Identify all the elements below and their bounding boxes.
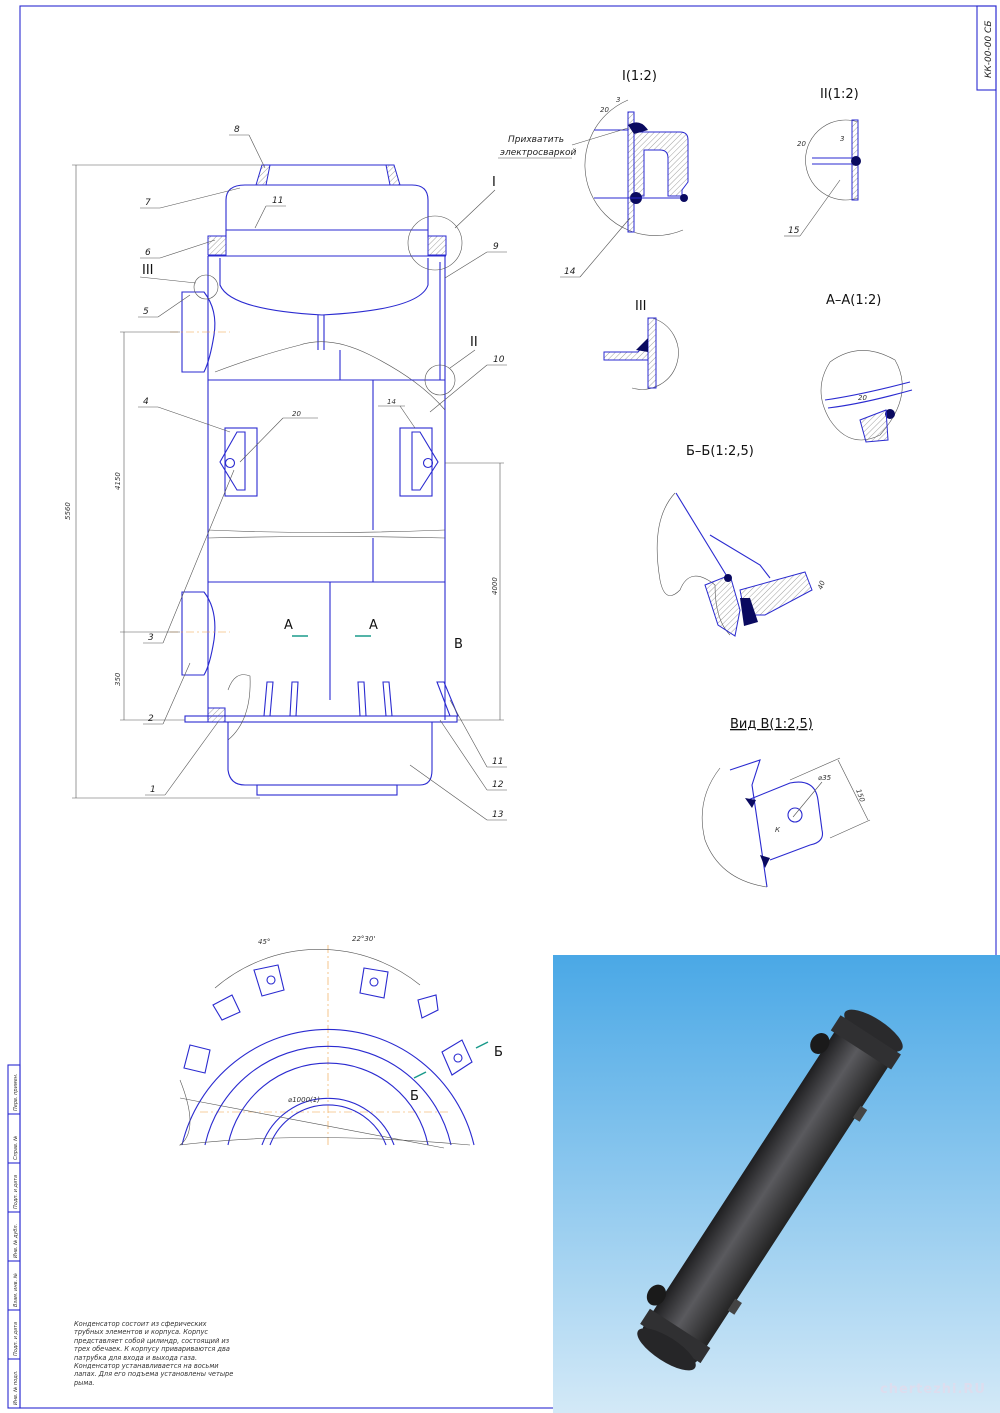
callout: 6 [145, 248, 151, 258]
detail-1-note: Прихватить [508, 135, 564, 145]
dim-lower-nozzle: 350 [114, 672, 122, 686]
callout: 8 [234, 125, 240, 135]
detail-mark-1: I [492, 175, 496, 190]
section-bb: Б–Б(1:2,5) 40 [656, 444, 827, 637]
dim-lug-height: 4000 [491, 577, 499, 595]
stamp-cell: Подп. и дата [13, 1175, 19, 1209]
dim-overall-height: 5560 [64, 502, 72, 520]
main-view: 5560 4150 350 4000 20 14 А А В I II III … [64, 125, 507, 821]
detail-1-callout: 14 [564, 267, 576, 277]
detail-3-title: III [635, 299, 647, 314]
dim-nozzle-spacing: 4150 [114, 472, 122, 490]
detail-3: III [603, 299, 679, 390]
detail-2-title: II(1:2) [820, 87, 859, 102]
watermark: chertezhi.RU [879, 1382, 986, 1397]
detail-2: II(1:2) 20 3 15 [784, 87, 861, 237]
stamp-cell: Инв. № дубл. [13, 1224, 19, 1258]
section-bb-title: Б–Б(1:2,5) [686, 444, 754, 459]
callout: 4 [143, 397, 149, 407]
callout: 13 [492, 810, 504, 820]
detail-1-note: электросваркой [500, 148, 577, 158]
detail-mark-3: III [142, 263, 154, 278]
technical-notes: Конденсатор состоит из сферических трубн… [74, 1320, 234, 1387]
callout: 5 [143, 307, 149, 317]
detail-1: I(1:2) 20 3 Прихватить электросваркой 14 [498, 69, 689, 278]
detail-mark-2: II [470, 335, 478, 350]
detail-1-title: I(1:2) [622, 69, 657, 84]
callout: 11 [492, 757, 503, 767]
designation-text: КК-00-00 СБ [984, 21, 994, 79]
detail-2-callout: 15 [788, 226, 800, 236]
callout: 3 [148, 633, 154, 643]
stamp-cell: Взам. инв. № [13, 1273, 19, 1307]
stamp-cell: Инв. № подл. [13, 1371, 19, 1406]
stamp-cell: Подп. и дата [13, 1322, 19, 1356]
callout: 1 [150, 785, 156, 795]
plan-section-b2: Б [410, 1089, 419, 1104]
section-aa: А–А(1:2) 20 [820, 293, 913, 443]
plan-section-b1: Б [494, 1045, 503, 1060]
detail-1-dim-a: 20 [600, 106, 609, 114]
section-aa-title: А–А(1:2) [826, 293, 881, 308]
detail-1-dim-b: 3 [616, 96, 620, 104]
callout: 10 [493, 355, 505, 365]
callout: 7 [145, 198, 151, 208]
section-bb-dim: 40 [816, 579, 827, 591]
callout: 9 [493, 242, 499, 252]
stamp-cell: Справ. № [13, 1136, 19, 1160]
view-v: Вид В(1:2,5) ⌀35 150 К [701, 717, 871, 888]
section-mark-a-right: А [369, 618, 378, 633]
detail-2-dim-a: 20 [797, 140, 806, 148]
render-3d-image [553, 955, 1000, 1413]
stamp-cell: Перв. примен. [13, 1073, 19, 1111]
plan-angle-b: 22°30' [352, 935, 375, 943]
view-v-title: Вид В(1:2,5) [730, 717, 813, 732]
section-mark-a-left: А [284, 618, 293, 633]
view-mark-v: В [454, 637, 463, 652]
plan-diameter: ⌀1000(1) [288, 1096, 320, 1104]
weld-symbol: 14 [387, 398, 396, 406]
callouts: 1 2 3 4 5 6 7 8 9 10 11 11 12 13 [138, 125, 507, 821]
callout: 11 [272, 196, 283, 206]
section-aa-dim: 20 [858, 394, 867, 402]
callout: 2 [148, 714, 154, 724]
weld-symbol: 20 [292, 410, 301, 418]
callout: 12 [492, 780, 504, 790]
view-v-hole: ⌀35 [818, 774, 832, 782]
plan-angle-a: 45° [258, 938, 270, 946]
plan-view: 45° 22°30' ⌀1000(1) Б Б [178, 935, 503, 1149]
view-v-weld: К [775, 826, 781, 834]
sheet-frame: КК-00-00 СБ Перв. примен. Справ. № Подп.… [7, 5, 997, 1409]
detail-2-dim-b: 3 [840, 135, 844, 143]
